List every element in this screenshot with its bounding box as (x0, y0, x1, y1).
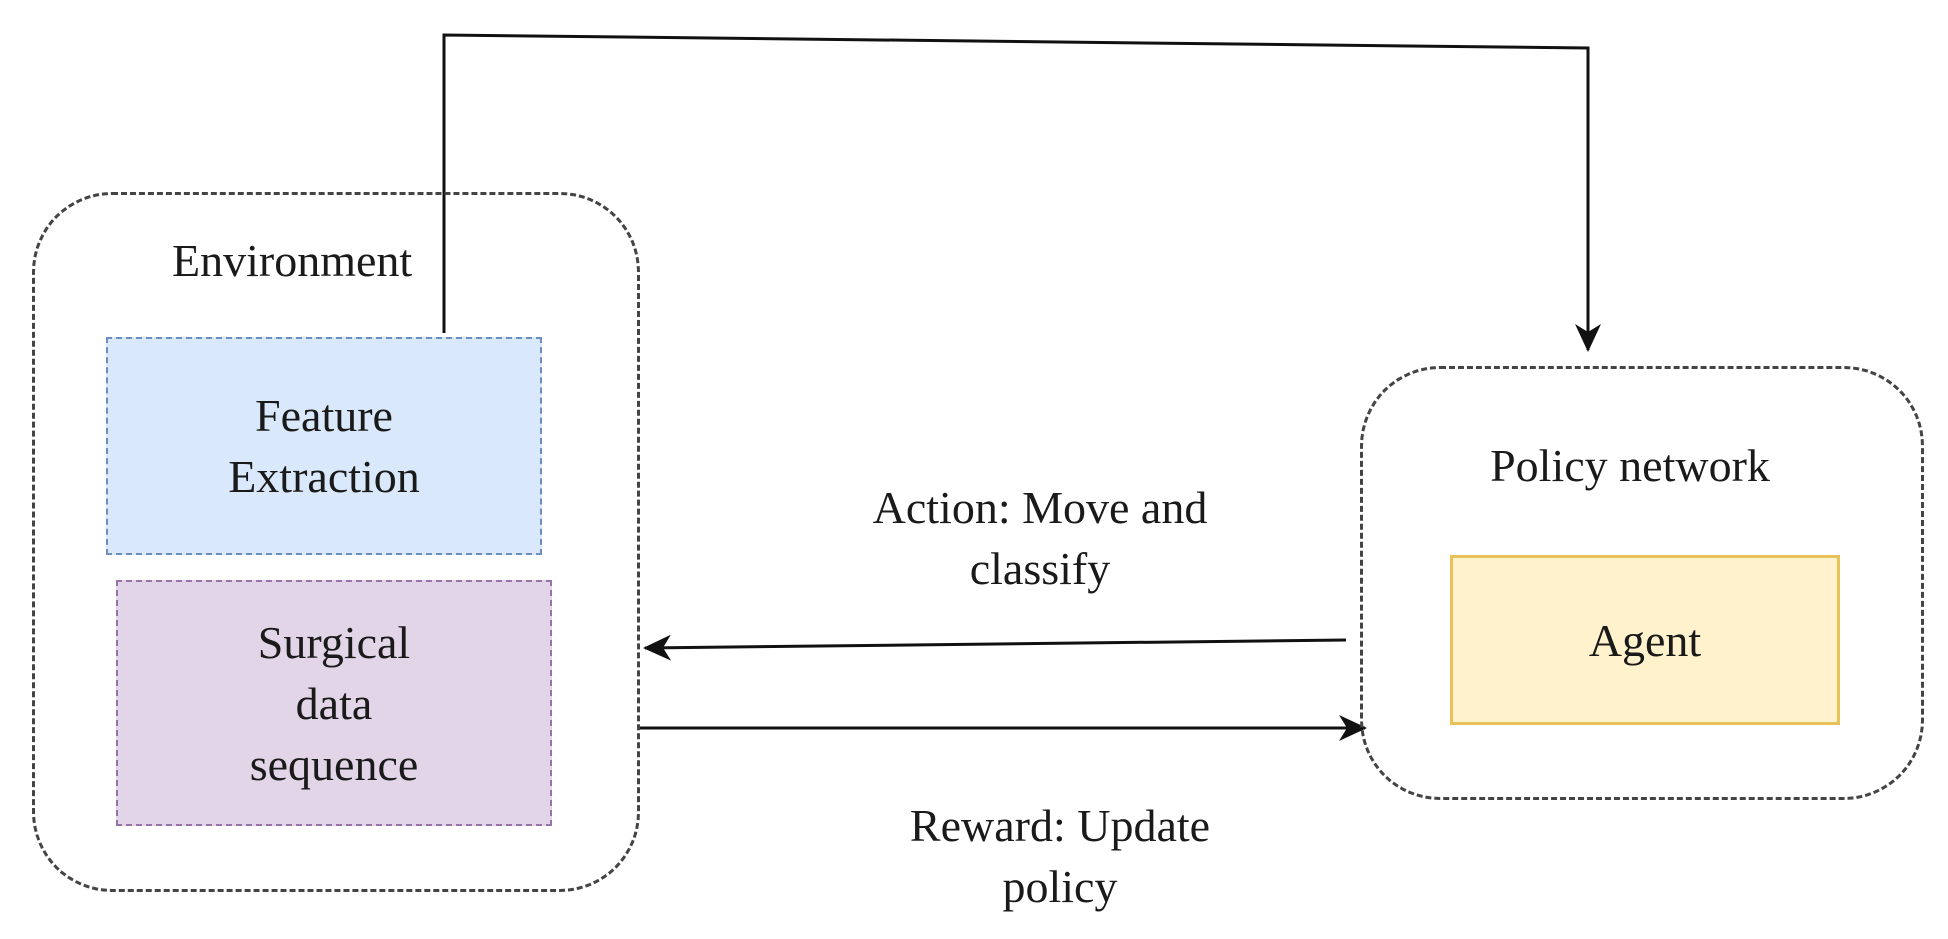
feature-extraction-label: Feature Extraction (228, 390, 420, 502)
action-arrow (643, 634, 1347, 661)
surgical-data-sequence-label: Surgical data sequence (249, 616, 419, 790)
environment-title: Environment (172, 235, 413, 286)
surgical-data-sequence-box: Surgical data sequence (116, 580, 552, 826)
environment-group (32, 192, 640, 892)
agent-label: Agent (1588, 614, 1702, 666)
agent-box: Agent (1450, 555, 1840, 725)
feature-to-policy-arrow (442, 33, 1601, 352)
action-edge-label: Action: Move and classify (872, 482, 1208, 594)
reward-edge-label: Reward: Update policy (909, 800, 1211, 912)
feature-extraction-box: Feature Extraction (106, 337, 542, 555)
policy-network-group (1360, 366, 1924, 800)
policy-network-title: Policy network (1490, 440, 1770, 491)
